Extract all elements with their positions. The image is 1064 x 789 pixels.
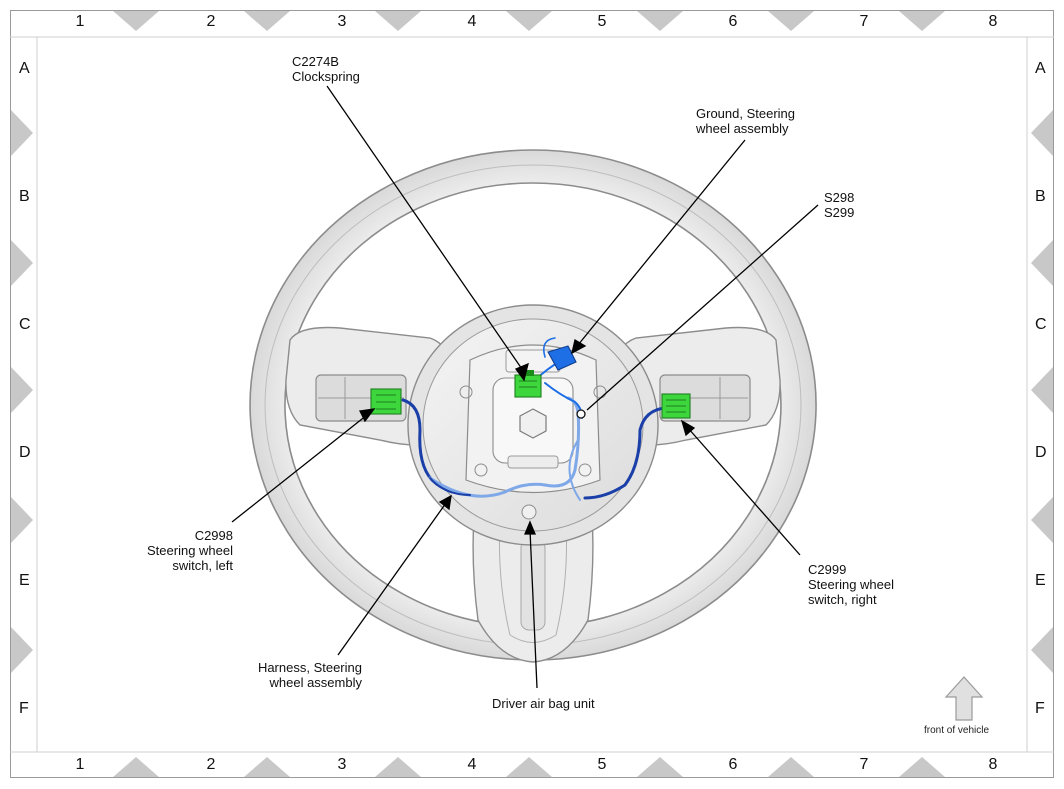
connector-c2999 <box>661 393 691 419</box>
connector-c2998 <box>370 388 402 415</box>
grid-col-bottom-1: 1 <box>75 756 85 773</box>
leader-harness <box>337 502 447 656</box>
callout-clockspring-desc: Clockspring <box>292 69 360 84</box>
hub-hex-nut <box>519 408 547 439</box>
grid-col-bottom-7: 7 <box>859 756 869 773</box>
callout-ground-line2: wheel assembly <box>696 121 789 136</box>
grid-row-right-c: C <box>1035 316 1047 333</box>
grid-col-top-8: 8 <box>988 13 998 30</box>
grid-row-right-a: A <box>1035 60 1046 77</box>
grid-col-top-2: 2 <box>206 13 216 30</box>
callout-c2998-line3: switch, left <box>172 558 233 573</box>
grid-col-bottom-6: 6 <box>728 756 738 773</box>
grid-col-top-6: 6 <box>728 13 738 30</box>
grid-row-right-d: D <box>1035 444 1047 461</box>
leader-splice <box>586 204 819 411</box>
grid-row-right-b: B <box>1035 188 1046 205</box>
leader-lines <box>231 85 819 689</box>
callout-airbag: Driver air bag unit <box>492 696 595 711</box>
grid-markers-right <box>1031 110 1053 673</box>
connector-c2274b <box>514 370 542 398</box>
splice-s298-s299 <box>576 409 586 419</box>
callout-c2998-line2: Steering wheel <box>147 543 233 558</box>
grid-col-top-3: 3 <box>337 13 347 30</box>
ground-terminal <box>547 345 577 371</box>
grid-col-bottom-3: 3 <box>337 756 347 773</box>
callout-ground: Ground, Steering wheel assembly <box>696 106 795 136</box>
callout-c2999-code: C2999 <box>808 562 847 577</box>
leader-airbag <box>529 529 538 689</box>
callout-c2999-line2: Steering wheel <box>808 577 894 592</box>
leader-ground <box>577 139 746 346</box>
callout-c2999: C2999 Steering wheel switch, right <box>808 562 894 607</box>
callout-splice-s299: S299 <box>824 205 855 220</box>
leader-clockspring <box>326 85 525 373</box>
grid-col-bottom-2: 2 <box>206 756 216 773</box>
grid-col-bottom-8: 8 <box>988 756 998 773</box>
grid-col-top-4: 4 <box>467 13 477 30</box>
leader-c2998 <box>231 414 368 523</box>
steering-wheel <box>249 149 817 663</box>
harness-right-dark <box>583 406 667 500</box>
grid-col-top-1: 1 <box>75 13 85 30</box>
grid-row-left-c: C <box>19 316 31 333</box>
callout-c2999-line3: switch, right <box>808 592 877 607</box>
grid-col-bottom-5: 5 <box>597 756 607 773</box>
grid-row-left-b: B <box>19 188 30 205</box>
grid-row-left-d: D <box>19 444 31 461</box>
grid-row-right-f: F <box>1035 700 1045 717</box>
front-of-vehicle-arrow <box>944 676 984 721</box>
callout-c2998-code: C2998 <box>194 528 233 543</box>
callout-harness-line2: wheel assembly <box>269 675 363 690</box>
grid-markers-bottom <box>113 757 945 777</box>
grid-col-top-7: 7 <box>859 13 869 30</box>
callout-ground-line1: Ground, Steering <box>696 106 796 121</box>
callout-harness-line1: Harness, Steering <box>257 660 362 675</box>
leader-c2999 <box>687 427 801 556</box>
airbag-mount-hole <box>521 504 537 520</box>
grid-col-top-5: 5 <box>597 13 607 30</box>
diagram-border <box>10 10 1054 778</box>
grid-row-left-a: A <box>19 60 30 77</box>
callout-clockspring: C2274B Clockspring <box>292 54 360 84</box>
grid-markers-top <box>113 11 945 31</box>
grid-row-left-f: F <box>19 700 29 717</box>
callout-c2998: C2998 Steering wheel switch, left <box>125 528 233 573</box>
front-of-vehicle-label: front of vehicle <box>924 725 990 736</box>
grid-row-right-e: E <box>1035 572 1046 589</box>
grid-markers-left <box>11 110 33 673</box>
callout-harness: Harness, Steering wheel assembly <box>230 660 362 690</box>
callout-splice-s298: S298 <box>824 190 855 205</box>
grid-row-left-e: E <box>19 572 30 589</box>
callout-airbag-label: Driver air bag unit <box>492 696 595 711</box>
callout-splice: S298 S299 <box>824 190 854 220</box>
callout-clockspring-code: C2274B <box>292 54 339 69</box>
grid-col-bottom-4: 4 <box>467 756 477 773</box>
